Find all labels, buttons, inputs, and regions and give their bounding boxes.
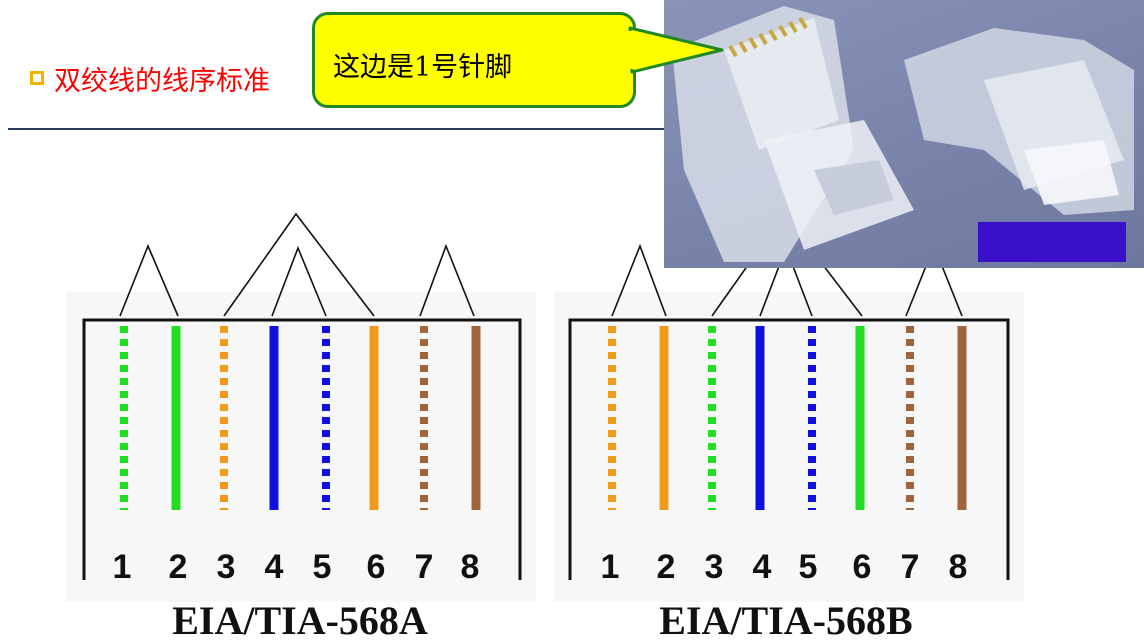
rj45-connector-photo <box>664 0 1144 268</box>
square-bullet-icon <box>30 71 44 85</box>
pair-1-2-line <box>119 243 179 317</box>
photo-marker-box <box>978 222 1126 262</box>
pin1-callout: 这边是1号针脚 <box>312 12 636 108</box>
pin-number: 5 <box>799 548 818 586</box>
diagram-background-568a <box>66 292 536 602</box>
pin-number: 1 <box>601 548 620 586</box>
pin-number: 8 <box>949 548 968 586</box>
slide-title: 双绞线的线序标准 <box>54 65 270 97</box>
pin-number: 7 <box>415 548 434 586</box>
slide-header: 双绞线的线序标准 <box>30 58 270 98</box>
frame-568b <box>568 318 1010 580</box>
pair-7-8-line <box>419 243 475 317</box>
header-divider <box>8 128 708 130</box>
diagram-background-568b <box>554 292 1024 602</box>
pin-number: 8 <box>461 548 480 586</box>
frame-568a <box>82 318 522 580</box>
pin-number: 7 <box>901 548 920 586</box>
pin-number: 6 <box>367 548 386 586</box>
pin-number: 2 <box>169 548 188 586</box>
pin-number: 3 <box>705 548 724 586</box>
pin-numbers-568b: 1 2 3 4 5 6 7 8 <box>601 548 968 586</box>
pair-1-2-line <box>611 243 667 317</box>
standard-label-568b: EIA/TIA-568B <box>659 598 912 643</box>
pin-number: 1 <box>113 548 132 586</box>
pin-number: 5 <box>313 548 332 586</box>
pair-4-5-line <box>271 245 327 317</box>
pin-numbers-568a: 1 2 3 4 5 6 7 8 <box>113 548 480 586</box>
pin-number: 4 <box>753 548 772 586</box>
pair-lines-568a <box>119 212 475 317</box>
pin-number: 4 <box>265 548 284 586</box>
callout-text: 这边是1号针脚 <box>333 52 513 83</box>
standard-label-568a: EIA/TIA-568A <box>172 598 428 643</box>
wire-groups <box>120 326 967 510</box>
pin-number: 2 <box>657 548 676 586</box>
pair-3-6-line <box>223 212 375 317</box>
pin-number: 6 <box>853 548 872 586</box>
pin-number: 3 <box>217 548 236 586</box>
